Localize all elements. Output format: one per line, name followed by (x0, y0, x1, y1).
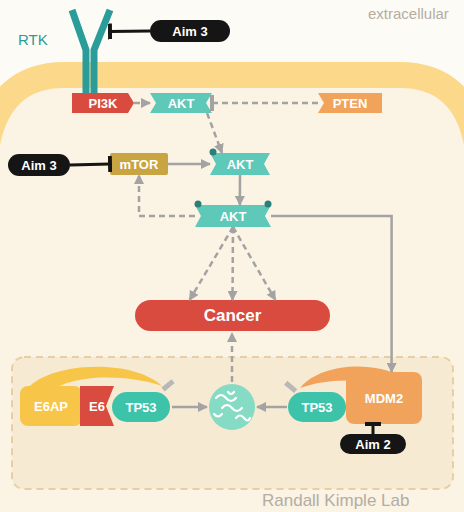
pathway-node: AKT (150, 93, 212, 113)
pathway-connector (271, 216, 392, 372)
node-shape (8, 154, 70, 176)
node-label: mTOR (120, 158, 159, 171)
node-shape (110, 153, 168, 175)
node-label: PTEN (333, 97, 368, 110)
cell-interior (0, 75, 464, 512)
node-label: E6AP (34, 400, 68, 413)
node-shape (318, 93, 382, 113)
degradation-arrow (257, 406, 287, 409)
node-label: Aim 3 (172, 25, 207, 38)
pathway-node: PTEN (318, 93, 382, 113)
receptor-symbol (72, 10, 110, 96)
pathway-connector (190, 227, 233, 300)
node-label: MDM2 (365, 392, 403, 405)
pathway-connector (168, 163, 210, 166)
pathway-connector (212, 102, 318, 105)
cell-membrane (0, 75, 464, 150)
node-label: Cancer (204, 307, 262, 324)
pathway-node: Aim 3 (150, 20, 230, 42)
pathway-connector (70, 164, 110, 165)
node-label: TP53 (301, 401, 332, 414)
pathway-node: Cancer (135, 300, 330, 331)
pathway-connector (233, 227, 275, 300)
node-shape (150, 93, 212, 113)
degradation-arrow (172, 406, 207, 409)
node-shape (112, 392, 170, 422)
node-shape (195, 205, 271, 227)
node-shape (20, 386, 82, 426)
pathway-node: AKT (195, 205, 271, 227)
pathway-node: Aim 3 (8, 154, 70, 176)
protein-fragments (214, 392, 250, 421)
node-shape (135, 300, 330, 331)
pathway-node: E6AP (20, 386, 82, 426)
note-label: extracellular (368, 6, 449, 21)
branch-dot (231, 229, 236, 234)
node-shape (340, 434, 406, 454)
pathway-connector (371, 424, 374, 434)
node-shape (80, 386, 114, 426)
pathway-connector (134, 102, 150, 105)
node-label: Aim 3 (21, 159, 56, 172)
node-label: RTK (18, 32, 48, 47)
node-label: AKT (227, 158, 254, 171)
phosphate-dot (195, 201, 202, 208)
pathway-connector (231, 227, 234, 300)
phosphate-dot (210, 149, 217, 156)
node-shape (346, 372, 422, 424)
proteasome-cancer-arrow (231, 333, 234, 382)
pathway-node: MDM2 (346, 372, 422, 424)
pathway-node: TP53 (288, 392, 346, 422)
node-shape (288, 392, 346, 422)
node-shape (72, 93, 134, 113)
pathway-connector (239, 175, 242, 205)
node-label: AKT (168, 97, 195, 110)
note-label: Randall Kimple Lab (262, 492, 409, 509)
node-label: TP53 (125, 401, 156, 414)
ubiquitin-tag (161, 379, 174, 391)
node-label: Aim 2 (355, 438, 390, 451)
pathway-connector (139, 175, 195, 216)
node-label: PI3K (89, 97, 118, 110)
pathway-node: E6 (80, 386, 114, 426)
pathway-connector (207, 113, 222, 153)
proteasome (209, 384, 255, 430)
pathway-node: PI3K (72, 93, 134, 113)
node-label: E6 (89, 400, 105, 413)
node-shape (210, 153, 270, 175)
node-label: AKT (220, 210, 247, 223)
pathway-node: TP53 (112, 392, 170, 422)
pathway-node: mTOR (110, 153, 168, 175)
pathway-node: Aim 2 (340, 434, 406, 454)
pathway-node: AKT (210, 153, 270, 175)
phosphate-dot (265, 201, 272, 208)
node-shape (150, 20, 230, 42)
ubiquitin-tag (284, 381, 297, 393)
pathway-connector (110, 30, 150, 34)
